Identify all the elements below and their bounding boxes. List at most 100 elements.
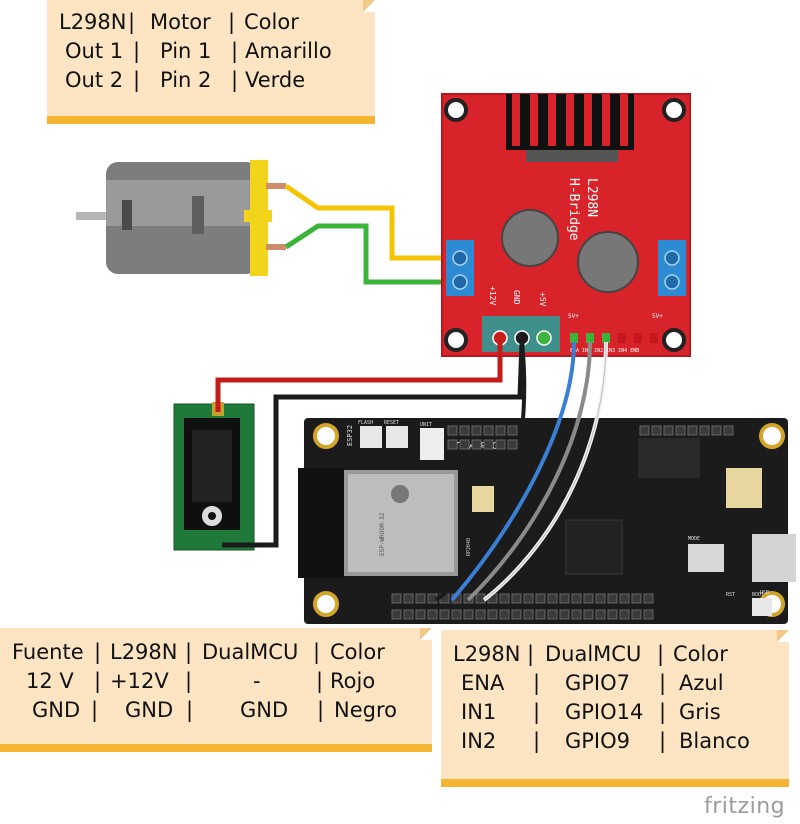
cell: |	[94, 669, 102, 693]
red-wire	[215, 342, 503, 412]
cell: |	[186, 698, 194, 722]
header-pin	[634, 333, 642, 343]
qr-code	[420, 428, 444, 460]
power-table-row: Fuente | L298N | DualMCU | Color	[0, 640, 432, 669]
note-fold	[420, 628, 432, 640]
jack-housing	[192, 430, 232, 502]
header-pin	[595, 609, 606, 620]
esp32-label: ESP32	[346, 425, 354, 446]
control-pin-labels: ENA IN1 IN2 IN3 IN4 ENB	[570, 348, 639, 354]
cell: Rojo	[330, 669, 376, 693]
cell: |	[317, 698, 325, 722]
heatsink-gap	[584, 94, 592, 146]
cell: IN1	[461, 700, 497, 724]
cell: |	[659, 700, 667, 724]
cell: -	[253, 669, 261, 693]
gray-wire	[466, 341, 592, 602]
esp32-shield	[348, 474, 454, 572]
header-pin	[487, 593, 498, 604]
header-pin	[403, 609, 414, 620]
note-fold	[777, 630, 789, 642]
header-pin	[459, 439, 470, 450]
cell: |	[133, 39, 141, 63]
board-title: L298N	[584, 178, 599, 217]
jack-body	[184, 418, 240, 530]
mode-label: MODE	[688, 536, 700, 542]
pin-gnd	[514, 330, 530, 346]
cell: DualMCU	[545, 642, 642, 666]
header-pin	[427, 593, 438, 604]
rp-label: RP2040	[466, 538, 472, 556]
header-pin	[471, 425, 482, 436]
header-pin	[415, 593, 426, 604]
header-pin	[586, 333, 594, 343]
header-pin	[391, 609, 402, 620]
mount-hole	[444, 328, 468, 352]
jumper-label: 5V+	[652, 313, 663, 320]
header-pin	[643, 593, 654, 604]
mount-hole	[444, 98, 468, 122]
header-pin	[631, 593, 642, 604]
power-terminal	[482, 316, 560, 352]
cell: Color	[330, 640, 385, 664]
header-pin	[439, 609, 450, 620]
jumper-label: 5V+	[568, 313, 579, 320]
cell: Amarillo	[245, 39, 332, 63]
header-pin	[451, 609, 462, 620]
header-pin	[663, 425, 674, 436]
control-table-row: IN1 | GPIO14 | Gris	[441, 700, 789, 729]
power-table-note: Fuente | L298N | DualMCU | Color 12 V | …	[0, 628, 432, 752]
jack-terminal	[212, 402, 224, 416]
white-wire-outline	[483, 341, 607, 601]
header-pin	[499, 609, 510, 620]
motor-slot	[122, 200, 132, 230]
power-table-row: 12 V | +12V | - | Rojo	[0, 669, 432, 698]
rst-label: RST	[726, 592, 735, 598]
cell: GND	[125, 698, 174, 722]
cell: |	[91, 698, 99, 722]
chip-pins	[526, 150, 618, 162]
reset-button[interactable]	[386, 426, 408, 448]
cell: L298N	[453, 642, 521, 666]
header-pin	[687, 425, 698, 436]
mode-switch[interactable]	[688, 544, 724, 572]
power-table-row: GND | GND | GND | Negro	[0, 698, 432, 727]
header-pin	[507, 439, 518, 450]
black-wire	[222, 341, 525, 548]
cell: Pin 2	[160, 68, 212, 92]
motor-endcap	[250, 160, 268, 276]
pin-12v	[492, 330, 508, 346]
motor-table-row: Out 1 | Pin 1 | Amarillo	[47, 39, 375, 68]
control-header	[570, 333, 658, 343]
header-pin	[571, 609, 582, 620]
header-pin	[675, 425, 686, 436]
heatsink-gap	[512, 94, 520, 146]
header-pin	[631, 609, 642, 620]
cell: |	[316, 669, 324, 693]
flash-button[interactable]	[360, 426, 382, 448]
heatsink-gap	[530, 94, 538, 146]
mount-hole	[662, 98, 686, 122]
esp-logo	[391, 485, 409, 503]
header-pin	[639, 425, 650, 436]
usb-port	[752, 534, 796, 582]
heatsink-gap	[548, 94, 556, 146]
header-pin	[618, 333, 626, 343]
header-pin	[495, 425, 506, 436]
regulator	[638, 438, 700, 478]
cell: |	[527, 642, 535, 666]
motor-body	[106, 162, 258, 274]
control-table-row: ENA | GPIO7 | Azul	[441, 671, 789, 700]
cell: Pin 1	[160, 39, 212, 63]
boot-button[interactable]	[752, 598, 772, 616]
screw	[664, 274, 680, 290]
header-pin	[547, 593, 558, 604]
dualmcu-pcb	[304, 418, 788, 624]
header-pin	[583, 609, 594, 620]
header-pin	[483, 439, 494, 450]
mount-hole	[313, 423, 339, 449]
cell: |	[94, 640, 102, 664]
fritzing-logo: fritzing	[704, 794, 786, 819]
header-pin	[499, 593, 510, 604]
cell: 12 V	[26, 669, 74, 693]
